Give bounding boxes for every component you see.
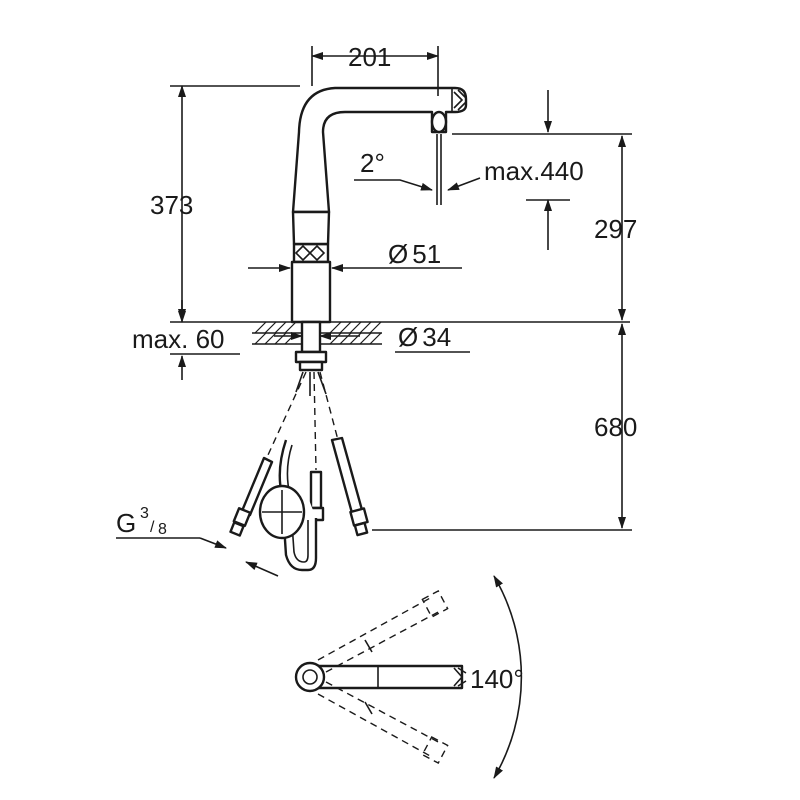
spray-head-knurl — [451, 89, 467, 111]
dim-pullout-length: max.440 — [484, 156, 584, 186]
hoses-assembly — [229, 371, 369, 572]
swivel-position-lower — [317, 681, 449, 765]
dim-deck-thickness: max. 60 — [132, 324, 225, 354]
dim-spout-reach: 201 — [348, 42, 391, 72]
dim-total-height: 373 — [150, 190, 193, 220]
mounting-nut — [294, 350, 328, 364]
faucet-body — [290, 260, 332, 324]
dim-outlet-height: 297 — [594, 214, 637, 244]
dim-spray-angle: 2° — [360, 148, 385, 178]
svg-text:G: G — [116, 508, 136, 538]
faucet-side-view — [170, 86, 630, 372]
swivel-base — [294, 661, 326, 693]
dimension-lines — [116, 46, 632, 577]
svg-text:3: 3 — [140, 505, 149, 522]
spout-body — [291, 86, 468, 214]
swivel-position-upper — [317, 589, 449, 673]
dim-swivel-angle: 140° — [470, 664, 524, 694]
svg-text:/: / — [150, 519, 155, 536]
svg-text:8: 8 — [158, 521, 167, 538]
aerator — [430, 110, 448, 134]
dim-hose-length: 680 — [594, 412, 637, 442]
dim-connection-thread: G 3 / 8 — [116, 505, 167, 538]
swivel-top-view — [294, 575, 523, 779]
